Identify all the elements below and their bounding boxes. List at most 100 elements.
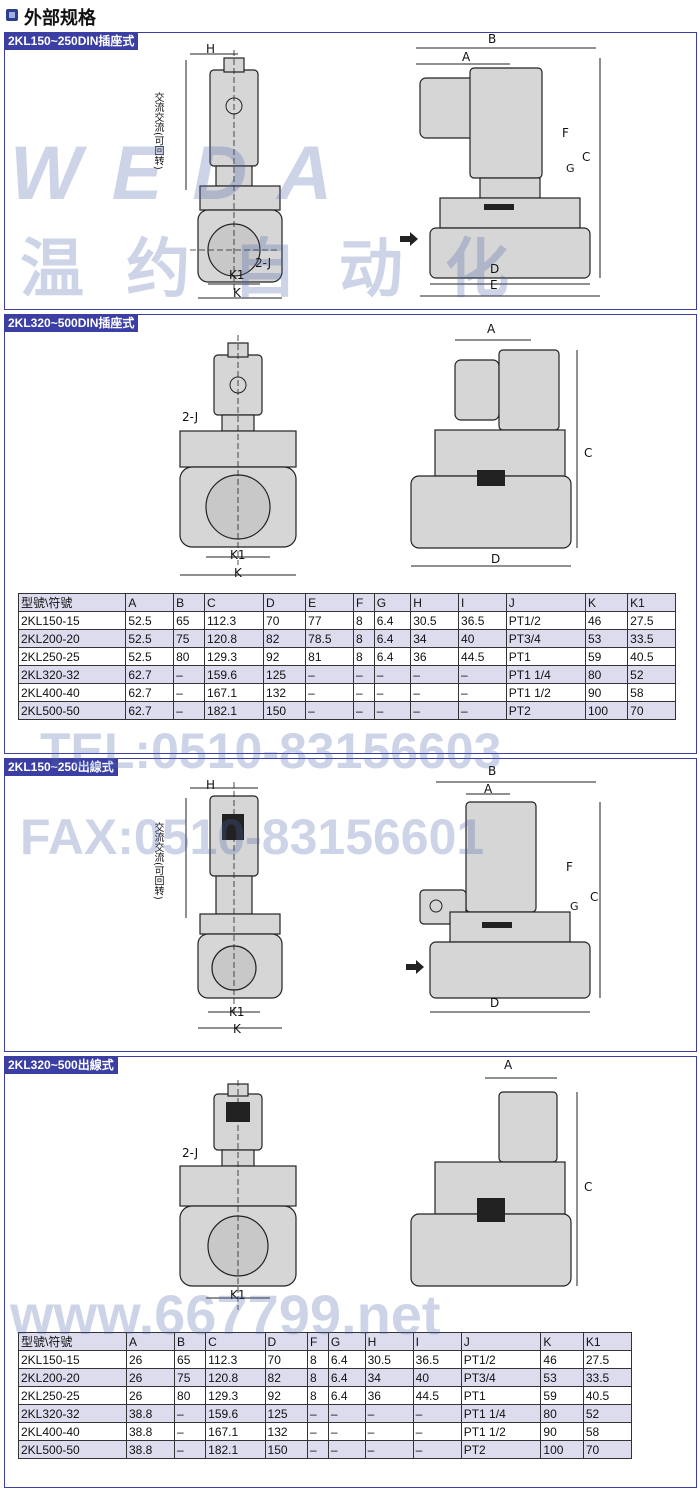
wire-note-3: 交流交流(可回转) <box>152 822 163 900</box>
table-cell: 8 <box>352 629 375 648</box>
table-cell: 129.3 <box>205 1386 266 1405</box>
table-cell: 38.8 <box>125 1422 176 1441</box>
watermark-fax: FAX:0510-83156601 <box>20 809 485 865</box>
table-cell: 26 <box>125 1368 176 1387</box>
section-3-front-view <box>185 782 283 1029</box>
table-cell: 8 <box>306 1368 329 1387</box>
table-cell: – <box>412 1422 462 1441</box>
dim-K1-1: K1 <box>229 268 245 282</box>
section-1-front-view <box>185 50 283 299</box>
table-cell: – <box>458 701 507 720</box>
dim-B-3: B <box>488 764 497 778</box>
table-cell: 34 <box>410 629 460 648</box>
table-cell: 2KL150-15 <box>17 611 127 630</box>
table-cell: 75 <box>173 629 206 648</box>
table-cell: – <box>410 665 460 684</box>
table-cell: 81 <box>305 647 354 666</box>
table-cell: 26 <box>125 1350 176 1369</box>
table-cell: 2KL400-40 <box>17 683 127 702</box>
dim-F-1: F <box>562 126 569 140</box>
table-cell: – <box>174 1404 207 1423</box>
table-cell: 62.7 <box>125 665 175 684</box>
table-cell: 65 <box>174 1350 207 1369</box>
table-cell: 2KL150-15 <box>18 1350 127 1369</box>
table-cell: 2KL250-25 <box>18 1386 127 1405</box>
watermark-cn: 温 约 自 动 化 <box>20 233 520 307</box>
table-cell: PT1 1/4 <box>505 665 587 684</box>
section-3-label: 2KL150~250出線式 <box>4 758 118 776</box>
table-cell: 36 <box>410 647 460 666</box>
table-cell: 46 <box>540 1350 584 1369</box>
table-cell: – <box>305 701 354 720</box>
table-cell: 150 <box>264 1440 308 1459</box>
table-cell: 34 <box>364 1368 414 1387</box>
table-cell: 120.8 <box>205 1368 266 1387</box>
dim-E-1: E <box>490 278 498 292</box>
table-cell: 112.3 <box>204 611 265 630</box>
dim-C-2: C <box>584 446 593 460</box>
table-cell: 33.5 <box>627 629 676 648</box>
table-cell: PT1 1/2 <box>460 1422 542 1441</box>
table-cell: 70 <box>627 701 676 720</box>
dim-D-3: D <box>490 996 500 1010</box>
table-cell: – <box>373 683 412 702</box>
table-cell: 2KL320-32 <box>17 665 127 684</box>
table-cell: 40.5 <box>582 1386 633 1405</box>
table-cell: – <box>327 1422 366 1441</box>
dim-K1-3: K1 <box>229 1005 245 1019</box>
table-cell: 100 <box>540 1440 584 1459</box>
dim-K1-4: K1 <box>230 1288 246 1302</box>
table-cell: – <box>352 701 375 720</box>
section-4-frame <box>4 1056 697 1488</box>
table-cell: 52.5 <box>125 647 175 666</box>
table-cell: 52 <box>582 1404 633 1423</box>
watermark-web: www.667799.net <box>10 1283 441 1346</box>
dim-C-3: C <box>590 890 599 904</box>
table-cell: 100 <box>584 701 629 720</box>
table-cell: 6.4 <box>373 647 412 666</box>
table-cell: – <box>174 1422 207 1441</box>
dim-K-3: K <box>233 1022 241 1036</box>
table-cell: 132 <box>264 1422 308 1441</box>
table-cell: PT3/4 <box>505 629 587 648</box>
dim-G-3: G <box>570 900 579 913</box>
dim-K-1: K <box>233 286 241 300</box>
table-cell: 36.5 <box>458 611 507 630</box>
table-cell: 182.1 <box>204 701 265 720</box>
table-cell: – <box>458 665 507 684</box>
table-cell: – <box>173 665 206 684</box>
table-cell: – <box>364 1404 414 1423</box>
table-cell: 2KL200-20 <box>17 629 127 648</box>
table-cell: PT2 <box>505 701 587 720</box>
table-cell: 70 <box>582 1440 633 1459</box>
table-cell: – <box>174 1440 207 1459</box>
table-cell: 8 <box>352 647 375 666</box>
table-cell: 92 <box>263 647 307 666</box>
table-cell: 53 <box>540 1368 584 1387</box>
table-cell: – <box>373 701 412 720</box>
table-header-cell: J <box>460 1332 542 1351</box>
table-cell: 44.5 <box>458 647 507 666</box>
table-header-cell: D <box>263 593 307 612</box>
table-cell: 6.4 <box>327 1350 366 1369</box>
table-cell: 125 <box>263 665 307 684</box>
table-cell: PT3/4 <box>460 1368 542 1387</box>
table-cell: – <box>306 1404 329 1423</box>
table-cell: 38.8 <box>125 1404 176 1423</box>
table-cell: – <box>306 1422 329 1441</box>
table-cell: 82 <box>263 629 307 648</box>
table-cell: 8 <box>352 611 375 630</box>
table-cell: 40.5 <box>627 647 676 666</box>
square-bullet-icon <box>6 9 18 21</box>
table-cell: 2KL500-50 <box>18 1440 127 1459</box>
section-2-frame <box>4 314 697 754</box>
table-cell: – <box>327 1404 366 1423</box>
table-header-cell: F <box>352 593 375 612</box>
